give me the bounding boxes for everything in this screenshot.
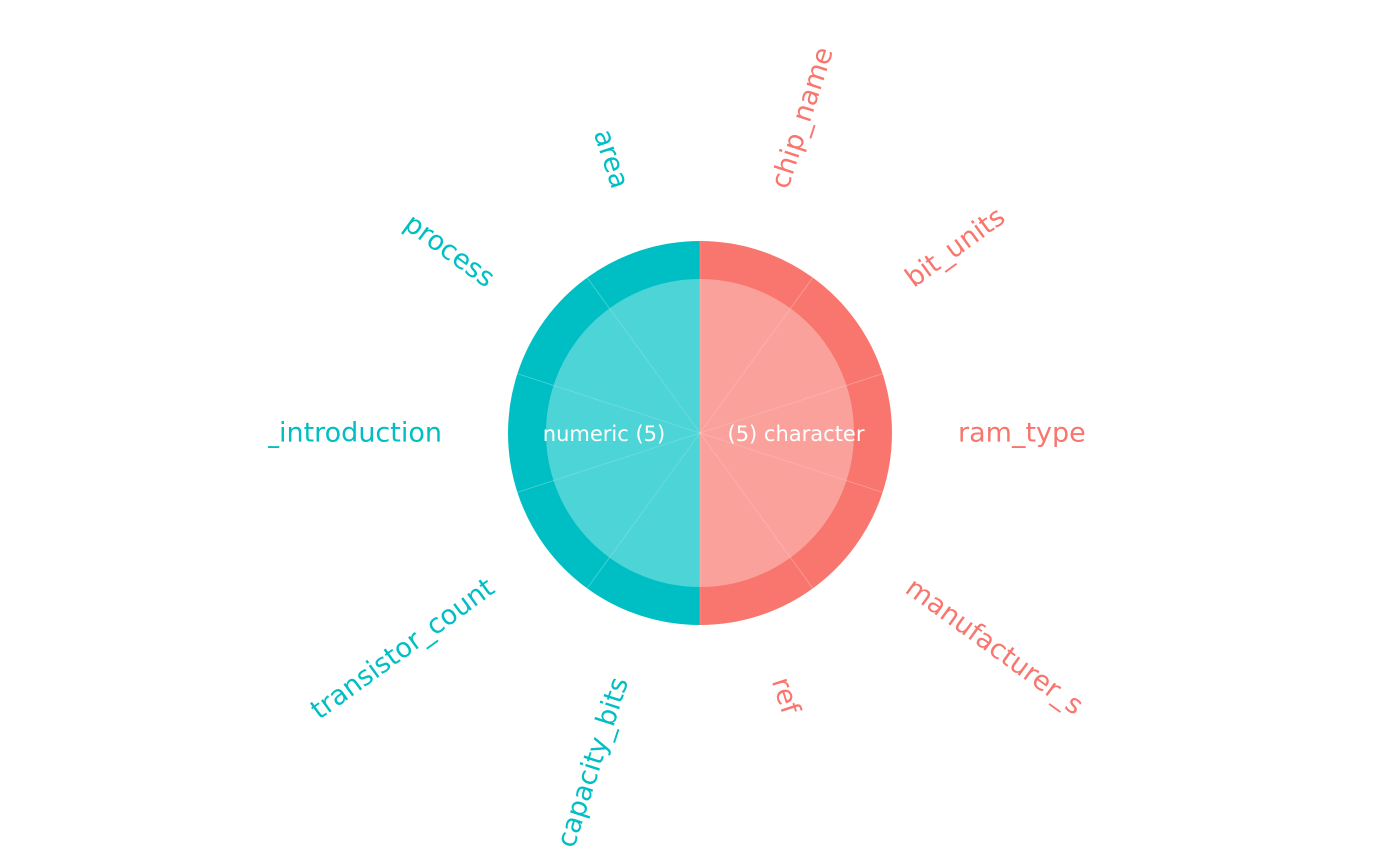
slice-divider xyxy=(699,432,814,589)
slice-divider xyxy=(586,277,701,434)
slice-divider xyxy=(586,432,701,589)
inner-slice-area xyxy=(609,279,700,433)
inner-slice-process xyxy=(553,308,700,433)
inner-disc xyxy=(546,279,854,587)
group-label-character: (5) character xyxy=(728,422,865,446)
slice-divider xyxy=(699,373,883,434)
variable-label-process: process xyxy=(398,208,500,294)
variable-label-transistor-count: transistor_count xyxy=(305,572,500,726)
variable-label-capacity-bits: capacity_bits xyxy=(551,674,635,852)
inner-slice-date-of-introduction xyxy=(546,385,700,481)
variable-label-ref: ref xyxy=(765,674,806,720)
slice-divider xyxy=(699,277,814,434)
inner-slice-chip-name xyxy=(700,279,791,433)
variable-label-manufacturer-s: manufacturer_s xyxy=(900,572,1089,721)
inner-slice-transistor-count xyxy=(553,433,700,558)
slice-divider xyxy=(517,432,701,493)
variable-label-date-of-introduction: date_of_introduction xyxy=(165,418,442,449)
inner-slice-ref xyxy=(700,433,791,587)
slice-divider xyxy=(699,432,883,493)
inner-slice-bit-units xyxy=(700,308,847,433)
group-label-numeric: numeric (5) xyxy=(543,422,665,446)
inner-slice-capacity-bits xyxy=(609,433,700,587)
slice-divider xyxy=(517,373,701,434)
inner-slice-manufacturer-s xyxy=(700,433,847,558)
variable-label-ram-type: ram_type xyxy=(958,418,1086,449)
variable-label-area: area xyxy=(587,126,635,193)
variable-label-chip-name: chip_name xyxy=(765,43,840,192)
variable-label-bit-units: bit_units xyxy=(900,201,1011,294)
slice-dividers xyxy=(517,241,883,625)
inner-slice-ram-type xyxy=(700,385,854,481)
